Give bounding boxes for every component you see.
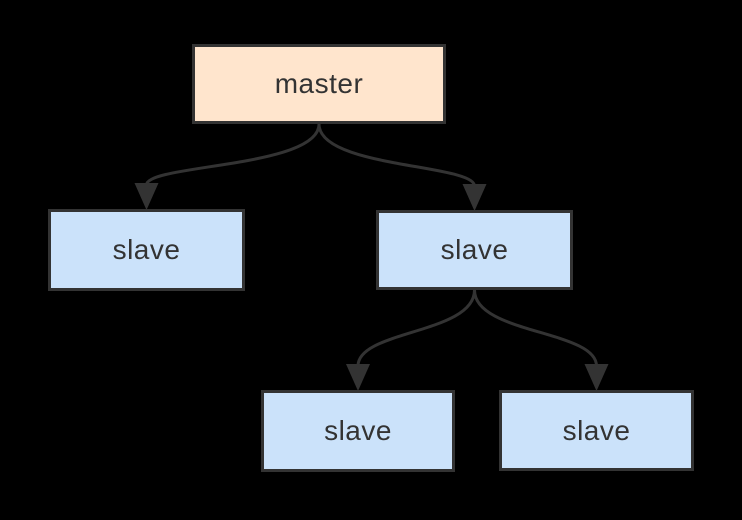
node-label: master	[274, 68, 364, 99]
node-label: slave	[324, 415, 392, 446]
node-label: slave	[562, 414, 631, 446]
node-label: slave	[112, 234, 181, 265]
node-label: slave	[440, 234, 509, 265]
node-slave-bottom-left: slave	[261, 390, 455, 472]
node-master: master	[192, 44, 446, 124]
edge-arrowhead	[346, 364, 370, 391]
edge-arrowhead	[462, 184, 487, 211]
node-slave-left: slave	[48, 209, 245, 291]
edge-arrowhead	[584, 364, 609, 391]
node-slave-bottom-right: slave	[499, 390, 694, 471]
edge-master-to-slave-right	[317, 122, 476, 188]
edge-master-to-slave-left	[145, 122, 321, 187]
edge-slave-right-to-slave-bottom-right	[473, 288, 598, 368]
edge-slave-right-to-slave-bottom-left	[356, 288, 476, 368]
edge-arrowhead	[134, 183, 159, 210]
node-slave-right: slave	[376, 210, 573, 290]
